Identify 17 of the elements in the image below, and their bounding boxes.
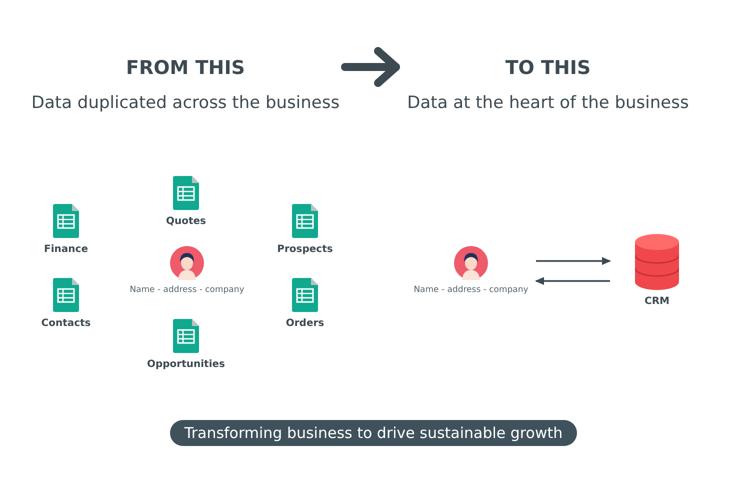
subheading: Data duplicated across the business xyxy=(31,93,340,113)
arrow xyxy=(341,47,400,87)
caption-banner: Transforming business to drive sustainable growth xyxy=(170,420,577,446)
icon-label: Prospects xyxy=(277,244,333,255)
icon-label: Orders xyxy=(286,318,324,329)
arrow xyxy=(536,257,611,265)
contact-label: Name - address - company xyxy=(414,285,528,295)
icon-label: Quotes xyxy=(166,216,206,227)
heading: FROM THIS xyxy=(126,57,245,79)
icon-label: Finance xyxy=(44,244,88,255)
heading: TO THIS xyxy=(505,57,591,79)
arrow xyxy=(535,277,610,285)
icon-label: CRM xyxy=(644,296,670,307)
icon-label: Contacts xyxy=(41,318,91,329)
subheading: Data at the heart of the business xyxy=(407,93,689,113)
contact-label: Name - address - company xyxy=(130,285,244,295)
icon-label: Opportunities xyxy=(146,359,225,370)
